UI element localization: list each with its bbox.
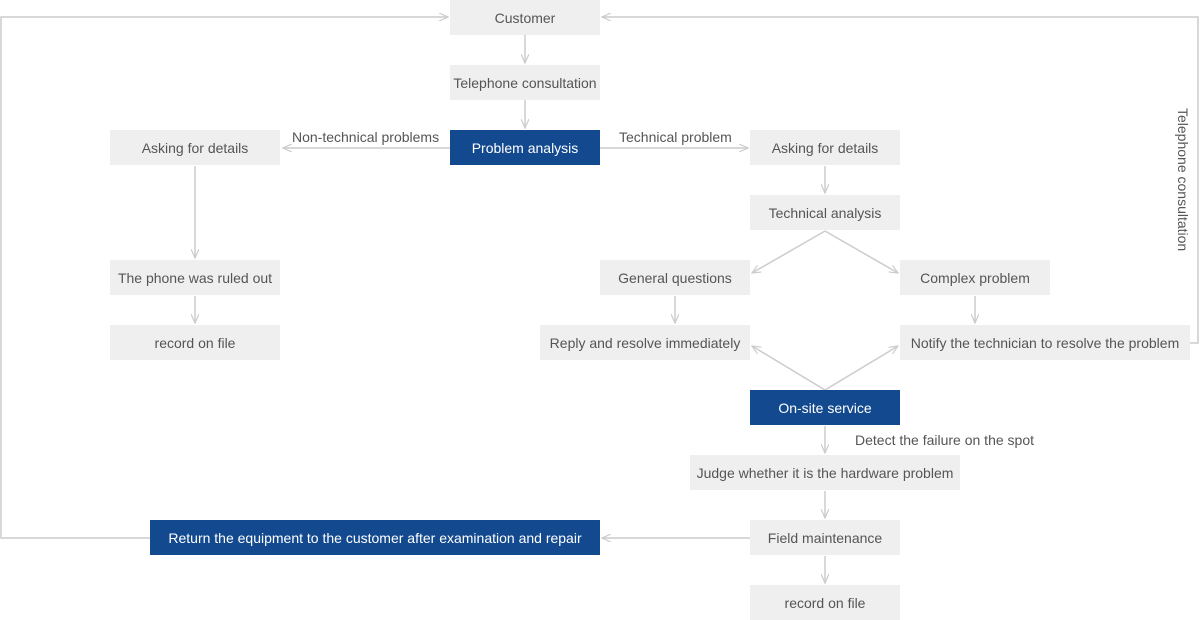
node-telephone-consultation: Telephone consultation <box>450 65 600 100</box>
arrow-tech-to-general <box>752 230 826 273</box>
node-record-left: record on file <box>110 325 280 360</box>
node-field-maintenance: Field maintenance <box>750 520 900 555</box>
node-judge-hardware: Judge whether it is the hardware problem <box>690 455 960 490</box>
node-record-bottom: record on file <box>750 585 900 620</box>
arrow-return-to-customer <box>0 17 448 539</box>
arrow-onsite-to-notify <box>824 346 898 391</box>
node-problem-analysis: Problem analysis <box>450 130 600 165</box>
node-return-equipment: Return the equipment to the customer aft… <box>150 520 600 555</box>
node-asking-details-left: Asking for details <box>110 130 280 165</box>
arrow-onsite-to-reply <box>752 346 826 391</box>
arrow-tech-to-complex <box>824 230 898 273</box>
label-technical: Technical problem <box>619 129 732 145</box>
node-onsite-service: On-site service <box>750 390 900 425</box>
node-complex-problem: Complex problem <box>900 260 1050 295</box>
node-reply-resolve: Reply and resolve immediately <box>540 325 750 360</box>
label-detect-failure: Detect the failure on the spot <box>855 432 1034 448</box>
node-phone-ruled-out: The phone was ruled out <box>110 260 280 295</box>
label-non-technical: Non-technical problems <box>292 129 440 145</box>
node-notify-technician: Notify the technician to resolve the pro… <box>900 325 1190 360</box>
arrow-notify-to-customer <box>602 17 1199 344</box>
node-general-questions: General questions <box>600 260 750 295</box>
node-technical-analysis: Technical analysis <box>750 195 900 230</box>
node-asking-details-right: Asking for details <box>750 130 900 165</box>
label-telephone-consultation-side: Telephone consultation <box>1175 108 1191 252</box>
node-customer: Customer <box>450 0 600 35</box>
